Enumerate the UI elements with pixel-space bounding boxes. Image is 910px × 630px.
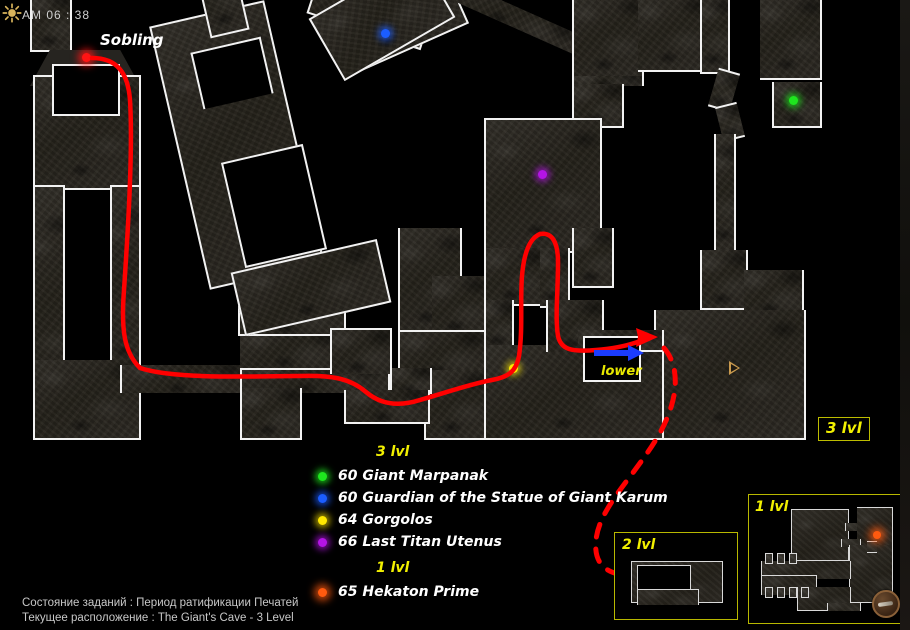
gorgolos-marker — [509, 364, 518, 373]
map-room — [572, 0, 644, 80]
sun-icon — [2, 3, 22, 23]
map-room — [744, 270, 804, 318]
inset1-alcove — [765, 587, 773, 598]
legend-dot-purple — [318, 537, 327, 547]
inset1-corridor — [827, 603, 861, 611]
legend-item: 60 Guardian of the Statue of Giant Karum — [318, 487, 668, 509]
quest-status-line: Состояние заданий : Период ратификации П… — [22, 597, 299, 609]
map-room — [572, 228, 614, 288]
location-status-line: Текущее расположение : The Giant's Cave … — [22, 612, 294, 624]
map-room — [760, 0, 822, 80]
inset1-room — [857, 507, 893, 547]
player-arrow-icon — [729, 361, 740, 375]
map-room — [700, 0, 730, 74]
inset-title-level1: 1 lvl — [755, 499, 789, 515]
legend-dot-yellow — [318, 515, 327, 525]
map-room — [638, 0, 708, 72]
map-corridor — [240, 330, 340, 370]
legend-label: 60 Giant Marpanak — [338, 468, 489, 484]
inset2-room — [637, 589, 699, 605]
legend-dot-blue — [318, 493, 327, 503]
inset1-corridor — [841, 539, 861, 547]
legend-item: 66 Last Titan Utenus — [318, 531, 638, 553]
inset1-corridor — [867, 541, 877, 553]
map-room — [700, 250, 748, 310]
lower-label: lower — [601, 364, 642, 379]
map-room — [30, 0, 72, 52]
legend-dot-orange — [318, 587, 327, 597]
map-room — [424, 370, 486, 440]
map-room — [330, 328, 392, 374]
giant-marpanak-marker — [789, 96, 798, 105]
inset-title-level2: 2 lvl — [622, 537, 656, 553]
minimap-compass-icon[interactable] — [872, 590, 900, 618]
status-text-block: Состояние заданий : Период ратификации П… — [22, 596, 298, 626]
legend-item: 65 Hekaton Prime — [318, 581, 638, 603]
inset1-corridor — [761, 561, 851, 579]
map-room — [308, 0, 456, 82]
right-edge-strip — [900, 0, 910, 630]
last-titan-marker — [538, 170, 547, 179]
legend-label: 64 Gorgolos — [338, 512, 433, 528]
map-room — [240, 388, 302, 440]
legend-label: 60 Guardian of the Statue of Giant Karum — [338, 490, 668, 506]
map-corridor — [120, 365, 250, 393]
legend-item: 64 Gorgolos — [318, 509, 638, 531]
inset1-alcove — [777, 587, 785, 598]
inset1-alcove — [789, 587, 797, 598]
inset1-alcove — [801, 587, 809, 598]
legend-dot-green — [318, 471, 327, 481]
level-badge-3: 3 lvl — [818, 417, 870, 441]
monster-legend: 3 lvl 60 Giant Marpanak 60 Guardian of t… — [318, 444, 668, 603]
map-room — [344, 390, 430, 424]
start-point-marker — [82, 53, 91, 62]
map-room — [110, 185, 141, 385]
inset-panel-level1[interactable]: 1 lvl — [748, 494, 906, 624]
inset-panel-level2[interactable]: 2 lvl — [614, 532, 738, 620]
legend-header-1lvl: 1 lvl — [376, 560, 410, 576]
map-room — [572, 76, 644, 86]
legend-header-3lvl: 3 lvl — [376, 444, 410, 460]
inset1-alcove — [789, 553, 797, 564]
inset1-room — [791, 509, 849, 561]
map-room — [540, 248, 570, 308]
legend-label: 65 Hekaton Prime — [338, 584, 480, 600]
map-room — [654, 310, 806, 440]
legend-item: 60 Giant Marpanak — [318, 465, 638, 487]
map-corridor — [714, 134, 736, 254]
inset1-alcove — [765, 553, 773, 564]
inset1-alcove — [777, 553, 785, 564]
map-room — [432, 276, 486, 338]
map-room — [484, 300, 514, 350]
map-room — [484, 248, 544, 306]
game-clock: AM 06 : 38 — [22, 8, 91, 22]
map-room-inner-void — [52, 64, 120, 116]
legend-label: 66 Last Titan Utenus — [338, 534, 502, 550]
hekaton-prime-marker — [873, 531, 881, 539]
sobling-label: Sobling — [100, 31, 164, 49]
map-room — [772, 82, 822, 128]
guardian-marker — [381, 29, 390, 38]
